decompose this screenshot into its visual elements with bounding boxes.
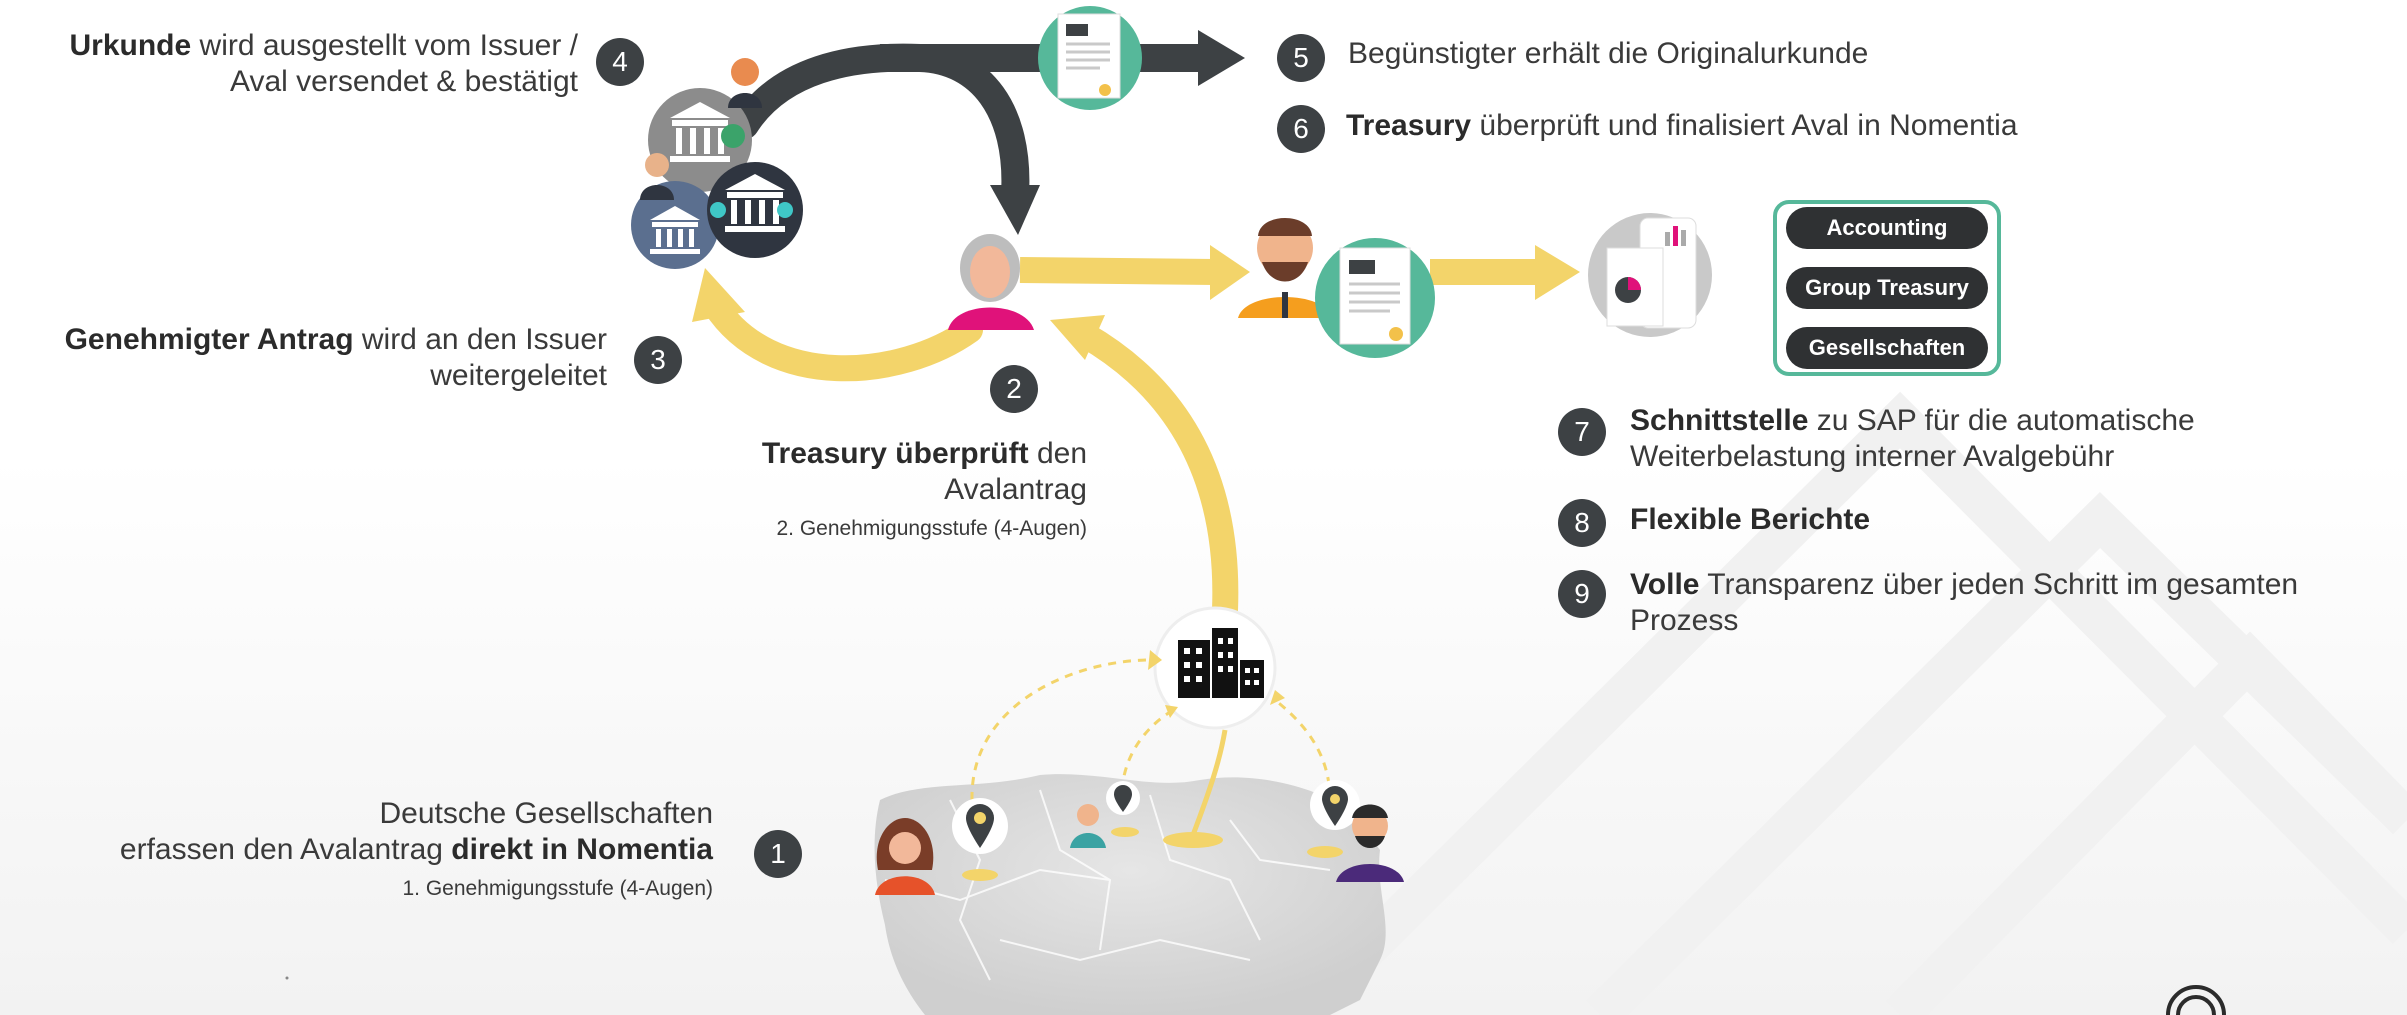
arrowhead-dark-down	[990, 185, 1040, 235]
treasury-avatar	[948, 234, 1034, 330]
arrow-treasury-to-bank	[702, 292, 983, 382]
step-3-badge: 3	[634, 336, 682, 384]
map-people	[875, 804, 1404, 895]
step-3-text: Genehmigter Antrag wird an den Issuer we…	[64, 323, 607, 392]
arrow-company-to-treasury	[1072, 322, 1239, 623]
badge-gesellschaften: Gesellschaften	[1786, 327, 1988, 369]
step-1-badge: 1	[754, 830, 802, 878]
step-2-subtext: 2. Genehmigungsstufe (4-Augen)	[776, 517, 1087, 540]
step-4-badge: 4	[596, 38, 644, 86]
step-2-text: Treasury überprüft den Avalantrag	[761, 437, 1087, 506]
nomentia-logo-icon	[2166, 985, 2226, 1015]
arrow-treasury-to-treasurer	[1019, 257, 1216, 285]
company-building	[1153, 606, 1277, 730]
step-2-badge: 2	[990, 365, 1038, 413]
step-6-text: Treasury überprüft und finalisiert Aval …	[1346, 109, 2018, 142]
arrowhead-reports	[1535, 245, 1580, 300]
badge-group-treasury: Group Treasury	[1786, 267, 1988, 309]
step-8-badge: 8	[1558, 499, 1606, 547]
arrowhead-treasurer	[1210, 245, 1250, 300]
step-8-text: Flexible Berichte	[1630, 503, 1871, 536]
background-chevrons	[1285, 391, 2407, 1015]
badge-accounting: Accounting	[1786, 207, 1988, 249]
step-7-badge: 7	[1558, 408, 1606, 456]
step-1-text: Deutsche Gesellschaften erfassen den Ava…	[119, 797, 713, 866]
map-borders	[884, 789, 1331, 981]
location-pins	[952, 780, 1360, 881]
step-9-text: Volle Transparenz über jeden Schritt im …	[1630, 568, 2299, 637]
stakeholder-box: Accounting Group Treasury Gesellschaften	[1773, 200, 2001, 376]
step-5-text: Begünstigter erhält die Originalurkunde	[1348, 37, 1869, 70]
step-6-badge: 6	[1277, 105, 1325, 153]
bank-cluster	[631, 58, 803, 269]
report-icon	[1588, 213, 1712, 337]
arrowhead-up	[1050, 315, 1105, 360]
step-7-text: Schnittstelle zu SAP für die automatisch…	[1630, 404, 2195, 473]
arrowhead-bank	[692, 268, 745, 322]
step-9-badge: 9	[1558, 570, 1606, 618]
arrowhead-dark-right	[1198, 30, 1245, 86]
location-arc-center	[1190, 729, 1228, 836]
step-5-badge: 5	[1277, 34, 1325, 82]
step-1-subtext: 1. Genehmigungsstufe (4-Augen)	[402, 877, 713, 900]
step-4-text: Urkunde wird ausgestellt vom Issuer / Av…	[69, 29, 579, 98]
treasurer-avatar	[1238, 218, 1332, 318]
